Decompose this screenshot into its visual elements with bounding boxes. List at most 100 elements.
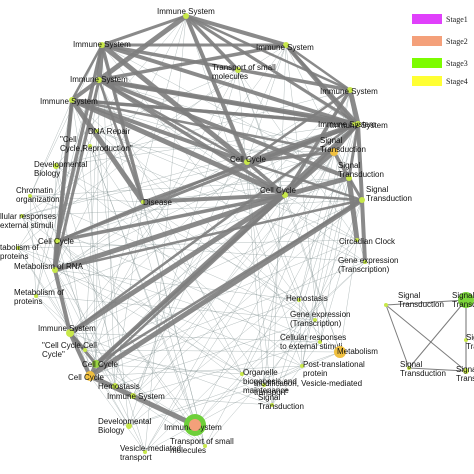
node-n48[interactable] — [463, 368, 469, 374]
node-n27[interactable] — [203, 444, 207, 448]
edge-thick — [100, 43, 352, 92]
edge-thick — [100, 14, 188, 47]
node-label: Immune System — [320, 87, 378, 96]
node-n34[interactable] — [282, 192, 288, 198]
edge-thin — [144, 365, 303, 453]
node-n18[interactable] — [66, 329, 74, 337]
node-n36[interactable] — [352, 122, 356, 126]
node-n45[interactable] — [384, 303, 388, 307]
node-n33[interactable] — [244, 159, 250, 165]
edge-thin — [144, 123, 355, 453]
edge-thin — [89, 365, 303, 377]
node-n26[interactable] — [143, 450, 147, 454]
edge-thin — [132, 395, 273, 406]
node-n14[interactable] — [16, 246, 20, 250]
node-n37[interactable] — [346, 175, 352, 181]
node-n41[interactable] — [297, 298, 301, 302]
edge-thick — [184, 14, 288, 47]
node-n44[interactable] — [334, 346, 346, 358]
legend-label: Stage2 — [446, 37, 468, 46]
node-n32[interactable] — [141, 200, 145, 204]
node-n49[interactable] — [464, 338, 468, 342]
edge-thin — [89, 375, 146, 453]
edge-thick — [184, 14, 249, 164]
node-n30[interactable] — [240, 372, 244, 376]
edge-thick — [184, 14, 240, 72]
node-n6[interactable] — [347, 87, 353, 93]
edge-thin — [132, 341, 321, 397]
node-label: Metabolism — [337, 347, 378, 356]
node-n42[interactable] — [313, 318, 317, 322]
edge-thin — [144, 299, 300, 453]
node-n19[interactable] — [83, 348, 87, 352]
node-n24[interactable] — [126, 423, 132, 429]
edge-thick — [97, 78, 145, 204]
node-n31[interactable] — [300, 364, 304, 368]
node-n10[interactable] — [88, 144, 92, 148]
node-n22[interactable] — [112, 383, 118, 389]
node-n21[interactable] — [85, 371, 95, 381]
node-n5[interactable] — [96, 77, 102, 83]
node-n15[interactable] — [54, 238, 60, 244]
edge-thin — [95, 363, 243, 375]
node-n43[interactable] — [318, 340, 322, 344]
edge — [385, 304, 410, 369]
edge-thin — [298, 123, 355, 301]
node-n9[interactable] — [95, 129, 99, 133]
edge-thick — [282, 175, 352, 198]
edge-thin — [185, 15, 303, 367]
node-ring — [189, 419, 201, 431]
node-n38[interactable] — [359, 197, 365, 203]
node-n12[interactable] — [28, 194, 32, 198]
node-n46[interactable] — [458, 292, 474, 308]
node-n39[interactable] — [355, 238, 359, 242]
node-label: Immune System — [107, 392, 165, 401]
edge-thick — [87, 373, 198, 428]
edge-thick — [332, 150, 351, 180]
node-n3[interactable] — [283, 42, 289, 48]
node-n1[interactable] — [183, 13, 189, 19]
node-n40[interactable] — [363, 260, 367, 264]
node-n29[interactable] — [262, 383, 266, 387]
node-n13[interactable] — [20, 214, 24, 218]
node-n23[interactable] — [130, 393, 136, 399]
edge-thin — [21, 199, 363, 217]
node-n7[interactable] — [69, 97, 75, 103]
edge-thin — [35, 201, 144, 297]
edge-thin — [69, 199, 363, 334]
edge-thin — [71, 99, 316, 321]
edge-thin — [204, 319, 316, 447]
edge-thick — [284, 43, 352, 92]
node-n16[interactable] — [52, 267, 58, 273]
edge-thick — [100, 43, 145, 204]
edge-thick — [283, 193, 364, 202]
edge-thick — [69, 97, 288, 198]
node-n35[interactable] — [330, 148, 338, 156]
node-n2[interactable] — [99, 42, 105, 48]
legend-swatch — [412, 58, 442, 68]
legend-label: Stage1 — [446, 15, 468, 24]
node-n11[interactable] — [53, 163, 59, 169]
node-n17[interactable] — [34, 294, 38, 298]
node-n20[interactable] — [92, 360, 100, 368]
node-n8[interactable] — [355, 121, 361, 127]
edge-thin — [301, 123, 355, 367]
node-label: Immune System — [38, 324, 96, 333]
edge-thin — [271, 44, 287, 406]
node-n28[interactable] — [270, 403, 274, 407]
edge — [408, 299, 467, 369]
node-n47[interactable] — [407, 366, 411, 370]
edge-thin — [128, 194, 286, 427]
edge-thick — [55, 122, 360, 243]
node-n4[interactable] — [235, 67, 241, 73]
